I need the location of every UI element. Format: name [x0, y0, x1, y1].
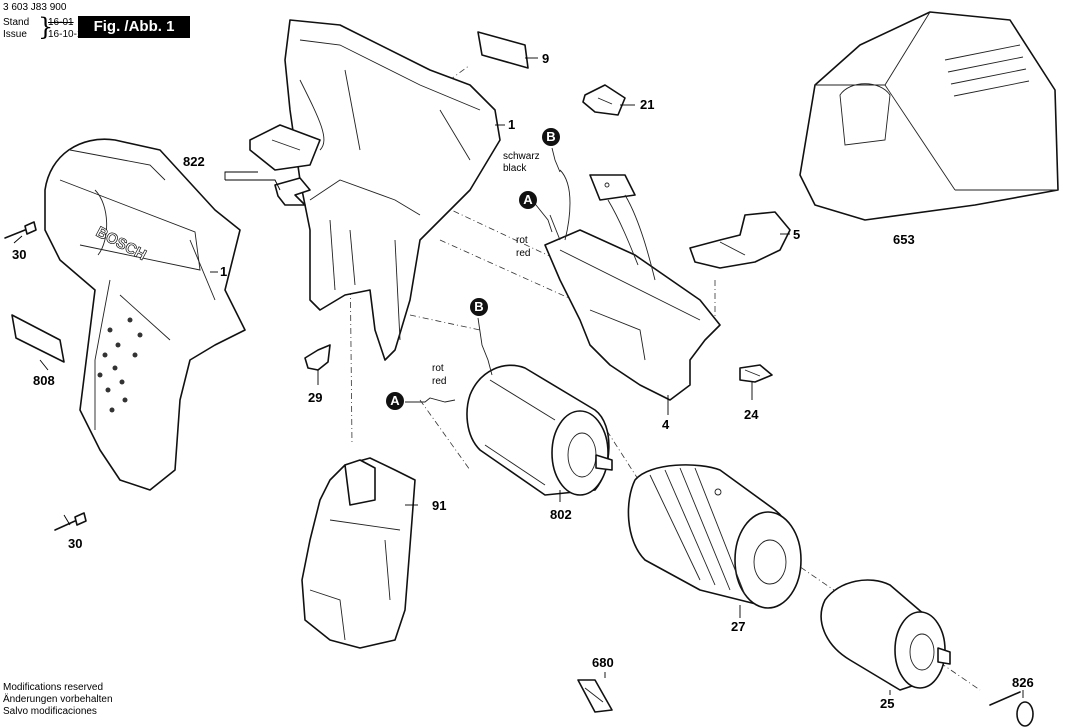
issue-value: 16-10-17 — [48, 29, 89, 40]
part-25-chuck — [820, 579, 951, 691]
housing-left-part: BOSCH — [44, 138, 246, 491]
part-24-component — [739, 364, 773, 383]
part-680-bit — [577, 679, 613, 713]
part-number-1-right: 1 — [508, 117, 516, 132]
part-number-29: 29 — [308, 390, 323, 405]
connector-a-label-2: A — [390, 393, 400, 408]
wire-black-switch — [551, 147, 561, 173]
wire-red-switch — [531, 199, 553, 233]
part-number-4: 4 — [662, 417, 670, 432]
part-number-27: 27 — [731, 619, 746, 634]
wire-label-black-de: schwarz — [503, 151, 540, 162]
footer-line-3: Salvo modificaciones — [3, 706, 97, 717]
part-5-component — [689, 211, 791, 269]
part-91-battery — [301, 457, 416, 649]
connector-b-label-1: B — [546, 129, 556, 144]
part-653-charger — [799, 11, 1059, 221]
connector-a-label-1: A — [523, 192, 533, 207]
part-30-screw-top — [4, 221, 37, 239]
header-brace: } — [38, 13, 54, 41]
part-number-680: 680 — [592, 655, 614, 670]
part-number-91: 91 — [432, 498, 447, 513]
part-4-switch-assembly — [544, 169, 721, 401]
part-826-screw — [989, 691, 1034, 727]
part-808-label — [11, 314, 65, 363]
part-number-1-left: 1 — [220, 264, 228, 279]
part-number-25: 25 — [880, 696, 895, 711]
connector-a-circle-1 — [519, 191, 537, 209]
wire-label-red-en-1: red — [516, 248, 531, 259]
part-30-screw-bottom — [54, 512, 87, 531]
part-number-808: 808 — [33, 373, 55, 388]
part-802-motor — [466, 364, 613, 496]
footer-line-1: Modifications reserved — [3, 682, 104, 693]
part-number-826: 826 — [1012, 675, 1034, 690]
connector-b-circle-2 — [470, 298, 488, 316]
part-number-24: 24 — [744, 407, 759, 422]
leader-lines — [13, 57, 1024, 698]
connector-b-circle-1 — [542, 128, 560, 146]
connector-b-label-2: B — [474, 299, 484, 314]
part-29-clip — [304, 344, 331, 371]
wire-label-black-en: black — [503, 163, 527, 174]
part-number-802: 802 — [550, 507, 572, 522]
part-9-label-strip — [477, 31, 529, 69]
issue-label: Issue — [3, 29, 27, 40]
part-27-gearbox — [627, 464, 802, 609]
part-number-822: 822 — [183, 154, 205, 169]
part-number-653: 653 — [893, 232, 915, 247]
document-number: 3 603 J83 900 — [3, 2, 67, 13]
part-21-component — [582, 84, 626, 116]
part-822-switch-cover — [249, 124, 321, 206]
wire-label-red-de-2: rot — [432, 363, 444, 374]
footer-line-2: Änderungen vorbehalten — [3, 694, 113, 705]
wire-red-motor — [405, 397, 456, 403]
part-number-5: 5 — [793, 227, 801, 242]
housing-right-part — [284, 19, 501, 361]
wire-label-red-en-2: red — [432, 376, 447, 387]
part-number-21: 21 — [640, 97, 655, 112]
stand-value: 16-01 — [48, 17, 74, 28]
figure-label: Fig. /Abb. 1 — [78, 16, 190, 38]
part-number-9: 9 — [542, 51, 550, 66]
stand-label: Stand — [3, 17, 30, 28]
part-number-30-top: 30 — [12, 247, 27, 262]
connector-a-circle-2 — [386, 392, 404, 410]
wire-motor-b — [477, 317, 493, 376]
part-number-30-bottom: 30 — [68, 536, 83, 551]
wire-label-red-de-1: rot — [516, 235, 528, 246]
